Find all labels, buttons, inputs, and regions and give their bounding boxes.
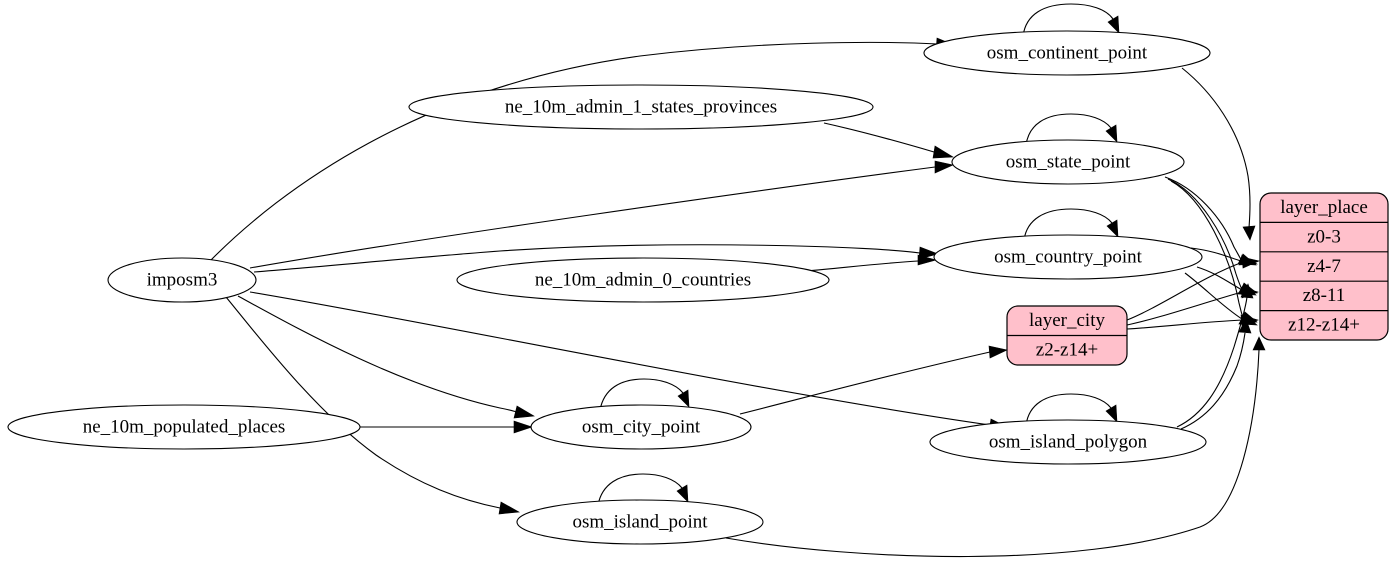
layer-place-row-z12-z14plus[interactable]: z12-z14+ — [1288, 315, 1360, 336]
edge-self-loop-osm-country-point — [1023, 208, 1113, 241]
arrowhead-continent-z0 — [1242, 225, 1256, 241]
arrowhead-self-loop-city — [677, 389, 690, 408]
arrowhead-ne-admin1-state — [932, 145, 954, 159]
node-osm-continent-point[interactable]: osm_continent_point — [923, 30, 1211, 76]
edge-imposm3-to-osm-continent-point — [209, 41, 939, 262]
node-ne-10m-admin-0-countries[interactable]: ne_10m_admin_0_countries — [456, 257, 830, 303]
node-ne-admin1-shape[interactable] — [408, 84, 874, 130]
layer-place-row-z0-3[interactable]: z0-3 — [1307, 226, 1341, 247]
edge-imposm3-to-osm-city-point — [237, 295, 517, 413]
node-osm-continent-point-label: osm_continent_point — [987, 42, 1148, 63]
edge-self-loop-osm-state-point — [1025, 113, 1112, 146]
edge-osm-country-point-to-layer-place-z8 — [1196, 266, 1243, 291]
node-ne-10m-admin-1-states-provinces[interactable]: ne_10m_admin_1_states_provinces — [408, 84, 874, 130]
node-osm-continent-point-shape[interactable] — [923, 30, 1211, 76]
node-ne-10m-populated-places[interactable]: ne_10m_populated_places — [7, 404, 361, 450]
edge-imposm3-to-osm-island-point — [225, 296, 501, 509]
edge-osm-country-point-to-layer-place-z4 — [1190, 247, 1242, 262]
edge-osm-island-point-to-layer-place-z12 — [725, 349, 1260, 558]
node-osm-country-point-label: osm_country_point — [994, 246, 1142, 267]
node-osm-island-point-shape[interactable] — [516, 499, 764, 545]
node-osm-state-point[interactable]: osm_state_point — [951, 139, 1185, 185]
edge-self-loop-osm-continent-point — [1022, 3, 1114, 37]
arrowhead-layer-city-z4 — [1241, 256, 1260, 269]
arrowhead-city-layer-city — [988, 345, 1008, 359]
arrowhead-self-loop-state — [1105, 124, 1118, 143]
arrowhead-ne-admin0-country — [917, 254, 938, 266]
arrowhead-island-point-z12 — [1252, 336, 1266, 351]
node-ne-admin0-label: ne_10m_admin_0_countries — [535, 269, 751, 290]
node-ne-admin1-label: ne_10m_admin_1_states_provinces — [505, 96, 777, 117]
arrowhead-island-polygon-z8 — [1240, 283, 1254, 299]
layer-place-row-z4-7[interactable]: z4-7 — [1307, 256, 1341, 277]
node-osm-state-point-shape[interactable] — [951, 139, 1185, 185]
edge-imposm3-to-osm-state-point — [249, 166, 936, 269]
edge-osm-city-point-to-layer-city-z2 — [739, 351, 991, 415]
layer-city-row-z2-z14plus[interactable]: z2-z14+ — [1036, 339, 1098, 360]
layer-place-title: layer_place — [1280, 197, 1368, 218]
edge-imposm3-to-osm-country-point — [253, 244, 921, 273]
arrowhead-island-polygon-z12 — [1238, 318, 1252, 334]
edge-layer-city-to-layer-place-z8 — [1126, 291, 1243, 326]
node-ne-populated-label: ne_10m_populated_places — [83, 416, 286, 437]
arrowhead-self-loop-country — [1106, 219, 1119, 238]
node-ne-populated-shape[interactable] — [7, 404, 361, 450]
arrowhead-imposm3-city — [513, 405, 535, 419]
node-ne-admin0-shape[interactable] — [456, 257, 830, 303]
node-osm-island-point[interactable]: osm_island_point — [516, 499, 764, 545]
node-osm-city-point-label: osm_city_point — [582, 416, 701, 437]
node-imposm3-shape[interactable] — [107, 257, 257, 303]
arrowhead-imposm3-state — [934, 160, 954, 174]
edge-layer-city-to-layer-place-z4 — [1126, 261, 1244, 321]
edge-self-loop-osm-island-point — [597, 473, 683, 506]
edge-osm-continent-point-to-layer-place-z0 — [1181, 67, 1251, 229]
record-node-layer: layer_place z0-3 z4-7 z8-11 z12-z14+ lay… — [1006, 192, 1389, 366]
node-osm-country-point[interactable]: osm_country_point — [933, 234, 1203, 280]
edge-layer-city-to-layer-place-z12 — [1126, 319, 1243, 330]
edge-imposm3-to-osm-island-polygon — [249, 291, 991, 426]
node-osm-island-polygon[interactable]: osm_island_polygon — [929, 419, 1207, 465]
edge-osm-state-point-to-layer-place-z4 — [1164, 176, 1243, 262]
arrowhead-self-loop-island-point — [676, 484, 689, 503]
edge-self-loop-osm-city-point — [599, 378, 684, 411]
edge-ne-admin0-to-osm-country-point — [805, 260, 919, 272]
arrowhead-self-loop-island-polygon — [1105, 404, 1118, 423]
node-layer-place[interactable]: layer_place z0-3 z4-7 z8-11 z12-z14+ — [1259, 192, 1389, 341]
arrowhead-ne-populated-city — [513, 420, 533, 434]
edge-osm-island-polygon-to-layer-place-z12 — [1180, 332, 1246, 430]
node-osm-island-polygon-shape[interactable] — [929, 419, 1207, 465]
node-osm-country-point-shape[interactable] — [933, 234, 1203, 280]
edge-osm-country-point-to-layer-place-z12 — [1184, 272, 1243, 320]
layer-city-title: layer_city — [1029, 310, 1105, 331]
node-imposm3[interactable]: imposm3 — [107, 257, 257, 303]
layer-place-row-z8-11[interactable]: z8-11 — [1303, 285, 1346, 306]
node-osm-city-point[interactable]: osm_city_point — [530, 404, 752, 450]
arrowhead-imposm3-country — [918, 246, 939, 260]
edge-ne-admin1-to-osm-state-point — [823, 122, 935, 153]
node-imposm3-label: imposm3 — [147, 269, 218, 290]
edge-osm-island-polygon-to-layer-place-z8 — [1176, 296, 1248, 428]
edge-self-loop-osm-island-polygon — [1025, 393, 1112, 426]
arrowhead-imposm3-island-point — [498, 501, 520, 515]
node-osm-city-point-shape[interactable] — [530, 404, 752, 450]
node-layer-place-box[interactable] — [1259, 192, 1389, 341]
node-layer: imposm3 ne_10m_admin_1_states_provinces … — [7, 30, 1211, 545]
node-osm-state-point-label: osm_state_point — [1006, 151, 1131, 172]
node-osm-island-point-label: osm_island_point — [572, 511, 708, 532]
arrowhead-self-loop-continent — [1107, 15, 1120, 34]
node-osm-island-polygon-label: osm_island_polygon — [989, 431, 1148, 452]
node-layer-city[interactable]: layer_city z2-z14+ — [1006, 305, 1128, 366]
